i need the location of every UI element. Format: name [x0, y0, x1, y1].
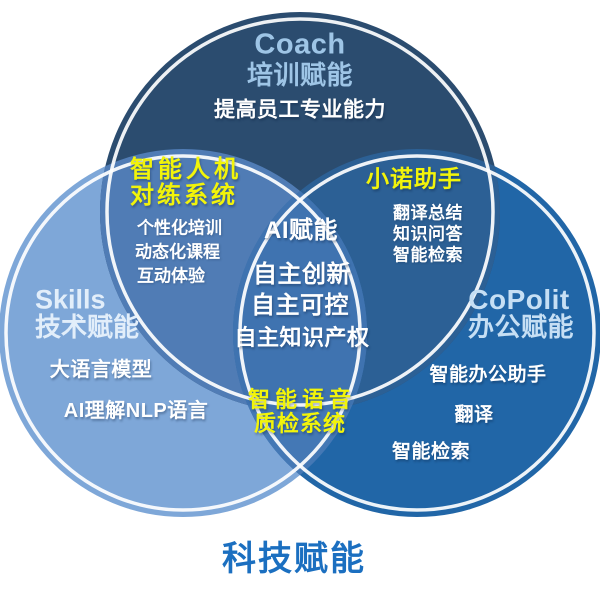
skills-circle-subtitle: 技术赋能 — [35, 312, 140, 342]
skills-circle-item: 大语言模型 — [49, 359, 153, 381]
top-left-overlap-heading-line2: 对练系统 — [130, 182, 238, 209]
copolit-circle-name: CoPolit — [468, 284, 570, 315]
center-triple-overlap-region — [233, 149, 367, 412]
coach-circle-name: Coach — [254, 28, 346, 61]
bottom-overlap-heading-line2: 质检系统 — [253, 411, 347, 436]
right-circle-ring — [238, 154, 596, 512]
copolit-circle-item: 智能办公助手 — [429, 364, 547, 386]
top-left-overlap-item: 个性化培训 — [137, 218, 222, 238]
skills-circle-item: AI理解NLP语言 — [63, 400, 209, 422]
center-overlap-item: 自主可控 — [251, 292, 349, 319]
skills-circle-name: Skills — [35, 284, 106, 315]
bottom-overlap-heading-line1: 智能语音 — [247, 387, 357, 412]
center-overlap-heading: AI赋能 — [264, 217, 338, 244]
top-right-overlap-heading: 小诺助手 — [366, 165, 462, 192]
top-right-overlap-item: 知识问答 — [393, 224, 463, 244]
top-circle-ring — [105, 17, 495, 407]
top-right-overlap-item: 智能检索 — [393, 245, 463, 265]
diagram-title: 科技赋能 — [222, 540, 366, 578]
center-overlap-item: 自主创新 — [253, 261, 351, 288]
copolit-circle-item: 智能检索 — [391, 441, 471, 463]
center-overlap-item: 自主知识产权 — [234, 325, 370, 350]
coach-circle-subtitle: 培训赋能 — [246, 60, 354, 90]
copolit-circle-subtitle: 办公赋能 — [467, 312, 575, 342]
top-left-overlap-item: 动态化课程 — [135, 242, 220, 262]
copolit-circle-item: 翻译 — [454, 404, 494, 426]
top-right-overlap-item: 翻译总结 — [393, 203, 463, 223]
coach-circle-tagline: 提高员工专业能力 — [214, 98, 386, 122]
top-left-overlap-heading-line1: 智能人机 — [130, 156, 242, 183]
top-left-overlap-item: 互动体验 — [137, 266, 205, 286]
left-circle-ring — [4, 154, 362, 512]
